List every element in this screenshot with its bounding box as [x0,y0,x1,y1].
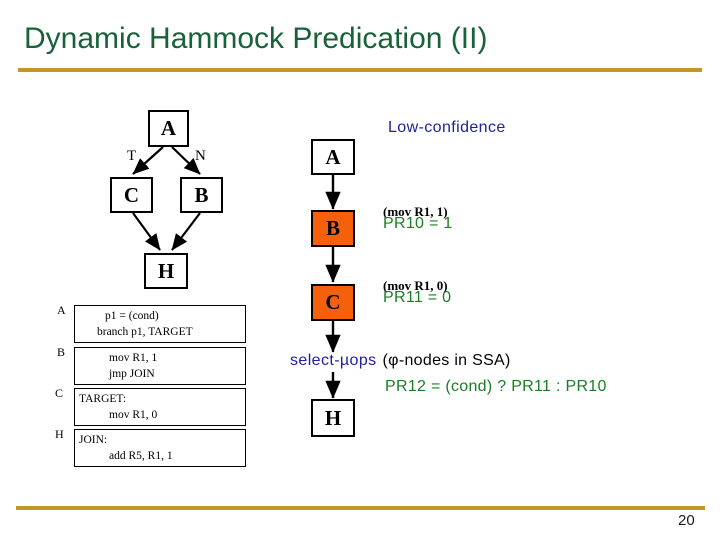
code-line: add R5, R1, 1 [109,450,173,463]
page-number: 20 [678,512,695,529]
code-line: mov R1, 1 [109,352,158,364]
cfg-left-node-h[interactable]: H [144,253,188,289]
code-line: mov R1, 0 [109,409,158,422]
code-block-a: p1 = (cond) branch p1, TARGET [74,305,246,343]
code-block-h: JOIN: add R5, R1, 1 [74,429,246,467]
cfg-right-node-a[interactable]: A [311,139,355,175]
cfg-left-edge-label-taken: T [127,148,137,164]
code-block-label-a: A [57,303,66,317]
code-block-label-c: C [55,386,64,400]
cfg-left-node-h-label: H [157,258,175,283]
cfg-left-node-c[interactable]: C [110,177,153,213]
code-block-label-h: H [55,427,64,441]
cfg-left-node-a[interactable]: A [148,110,189,147]
footer-divider-rule [16,506,705,510]
cfg-right-node-h[interactable]: H [311,399,355,437]
code-block-label-b: B [57,345,66,359]
code-block-b: mov R1, 1 jmp JOIN [74,347,246,385]
select-uops-term: select-µops [290,352,377,369]
code-line: branch p1, TARGET [97,326,193,339]
cfg-left-node-b[interactable]: B [180,177,223,213]
title-divider-rule [18,68,702,72]
annotation-original-c: (mov R1, 0) [383,278,448,293]
select-uops-heading: select-µops (φ-nodes in SSA) [290,352,511,370]
page-title: Dynamic Hammock Predication (II) [24,22,488,55]
cfg-right-node-h-label: H [324,405,342,430]
code-line: TARGET: [79,393,127,405]
select-uops-note: (φ-nodes in SSA) [382,352,511,369]
annotation-predicated-c: PR11 = 0 [383,289,452,306]
annotation-predicated-b: PR10 = 1 [383,215,453,232]
code-line: JOIN: [79,434,108,446]
annotation-original-b: (mov R1, 1) [383,204,448,219]
select-uops-expression: PR12 = (cond) ? PR11 : PR10 [385,378,607,395]
cfg-left-node-c-label: C [123,182,140,207]
code-line: jmp JOIN [109,368,155,381]
code-block-c: TARGET: mov R1, 0 [74,388,246,426]
cfg-right-node-c[interactable]: C [311,284,355,321]
cfg-right-node-a-label: A [325,144,341,169]
cfg-left-edge-label-not-taken: N [195,148,206,164]
cfg-left-node-b-label: B [194,182,209,207]
cfg-right-node-b-label: B [325,216,340,240]
cfg-left-node-a-label: A [160,116,177,140]
low-confidence-heading: Low-confidence [388,119,506,136]
cfg-right-node-b[interactable]: B [311,210,355,247]
cfg-right-node-c-label: C [325,290,341,314]
code-line: p1 = (cond) [105,310,159,322]
